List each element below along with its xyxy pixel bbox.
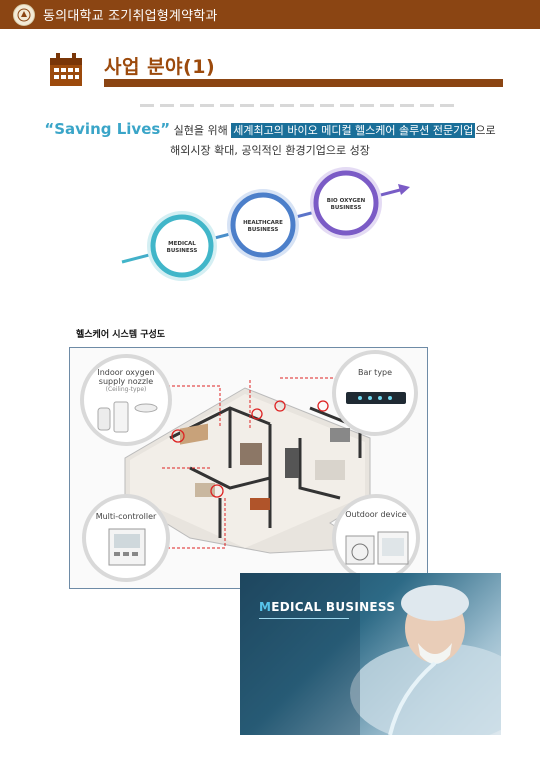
slogan-line-1: “Saving Lives” 실현을 위해 세계최고의 바이오 메디컬 헬스케어…: [0, 120, 540, 138]
medical-business-image: MEDICAL BUSINESS: [240, 573, 501, 735]
system-diagram: Indoor oxygen supply nozzle (Ceiling-typ…: [69, 347, 428, 589]
bio-oxygen-business-circle: BIO OXYGEN BUSINESS: [310, 167, 382, 239]
section-heading: 사업 분야(1): [48, 52, 503, 92]
controller-device: [108, 528, 146, 566]
bar-type-label: Bar type: [357, 368, 393, 377]
bar-type-device: [346, 392, 406, 404]
multi-controller-callout: Multi-controller: [82, 494, 170, 582]
nozzle-label-2: supply nozzle: [98, 377, 154, 386]
university-logo: [13, 3, 35, 26]
slogan-highlight: 세계최고의 바이오 메디컬 헬스케어 솔루션 전문기업: [231, 123, 476, 138]
medical-business-title: MEDICAL BUSINESS: [259, 600, 396, 614]
section-title: 사업 분야(1): [104, 56, 216, 78]
slogan-mid: 실현을 위해: [170, 124, 232, 137]
medical-title-underline: [259, 618, 349, 619]
outdoor-device-callout: Outdoor device: [332, 494, 420, 582]
healthcare-label-1: HEALTHCARE: [243, 220, 283, 226]
medical-business-circle: MEDICAL BUSINESS: [147, 211, 217, 281]
bar-type-callout: Bar type: [332, 350, 418, 436]
header-title: 동의대학교 조기취업형계약학과: [43, 9, 218, 24]
outdoor-devices-illustration: [345, 531, 409, 565]
title-underline: [104, 79, 503, 87]
nozzle-callout: Indoor oxygen supply nozzle (Ceiling-typ…: [80, 354, 172, 446]
header-bar: 동의대학교 조기취업형계약학과: [0, 0, 540, 29]
nozzle-devices-illustration: [97, 401, 158, 433]
nozzle-label-1: Indoor oxygen: [97, 368, 155, 377]
growth-arrow-head: [398, 184, 410, 195]
bio-label-1: BIO OXYGEN: [327, 198, 366, 204]
medical-label-2: BUSINESS: [167, 248, 198, 254]
business-growth-diagram: MEDICAL BUSINESS HEALTHCARE BUSINESS BIO…: [121, 167, 410, 281]
healthcare-business-circle: HEALTHCARE BUSINESS: [227, 189, 299, 261]
outdoor-device-label: Outdoor device: [345, 510, 407, 519]
nozzle-label-3: (Ceiling-type): [105, 386, 147, 393]
healthcare-label-2: BUSINESS: [248, 227, 279, 233]
slogan-end: 으로: [475, 124, 496, 137]
faint-divider: [140, 104, 460, 107]
calendar-icon: [50, 53, 82, 86]
medical-label-1: MEDICAL: [168, 241, 196, 247]
floorplan-illustration: [124, 377, 372, 554]
bio-label-2: BUSINESS: [331, 205, 362, 211]
slogan-line-2: 해외시장 확대, 공익적인 환경기업으로 성장: [170, 144, 370, 157]
saving-lives-text: “Saving Lives”: [44, 120, 171, 138]
multi-controller-label: Multi-controller: [95, 512, 157, 521]
patient-illustration: [240, 573, 501, 735]
system-diagram-title: 헬스케어 시스템 구성도: [76, 330, 166, 340]
